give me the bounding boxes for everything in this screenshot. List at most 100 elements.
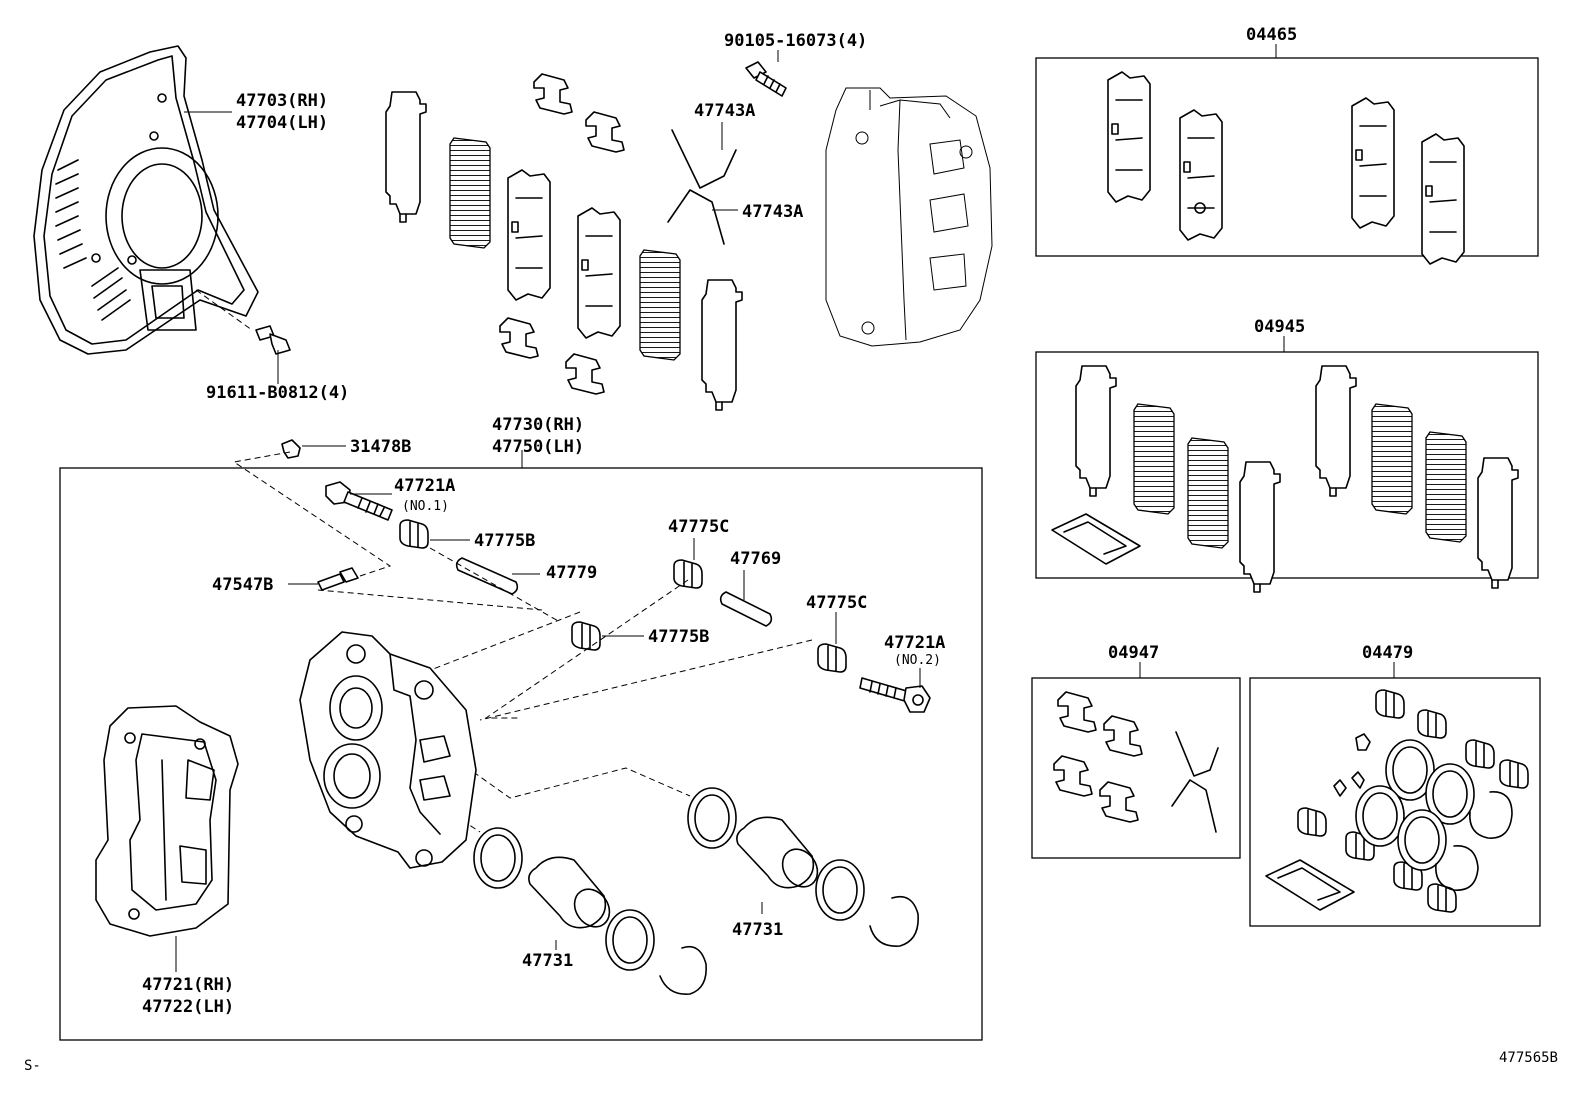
caliper-body <box>299 631 477 869</box>
kit-04947-springs <box>1171 731 1219 833</box>
boot-47775C-2 <box>817 643 847 673</box>
clip-top-2 <box>585 111 625 153</box>
kit-04465-pad-1 <box>1107 71 1151 203</box>
label-boot-47775C-1: 47775C <box>668 517 729 537</box>
kit-04947-clip-3 <box>1053 755 1093 797</box>
spring-47743A <box>667 129 737 245</box>
label-cap-31478B: 31478B <box>350 437 411 457</box>
label-spring-1: 47743A <box>694 101 755 121</box>
kit-04479-rings <box>1435 791 1513 891</box>
label-kit-04945: 04945 <box>1254 317 1305 337</box>
shim-top-1 <box>385 91 427 223</box>
kit-04945-box <box>1035 351 1539 579</box>
kit-04945-fric-3 <box>1371 403 1413 515</box>
caliper-assembly-box <box>59 467 983 1041</box>
kit-04479-box <box>1249 677 1541 927</box>
kit-04947-clip-1 <box>1057 691 1097 733</box>
kit-04479-boot-5 <box>1297 807 1327 837</box>
label-caliper-lh: 47750(LH) <box>492 437 584 457</box>
kit-04479-caps <box>1333 733 1371 797</box>
seal-left-1 <box>473 827 523 889</box>
pin-47779 <box>455 557 519 595</box>
pad-friction-top-2 <box>639 249 681 361</box>
seal-left-2 <box>605 909 655 971</box>
label-spring-2: 47743A <box>742 202 803 222</box>
label-mount-rh: 47721(RH) <box>142 975 234 995</box>
bolt-91611 <box>255 325 291 355</box>
kit-04945-shim-4 <box>1477 457 1519 589</box>
label-caliper-rh: 47730(RH) <box>492 415 584 435</box>
seal-right-2 <box>815 859 865 921</box>
pad-plate-top-2 <box>577 207 621 339</box>
boot-47775B-1 <box>399 519 429 549</box>
label-pin-47779: 47779 <box>546 563 597 583</box>
kit-04465-pad-3 <box>1351 97 1395 229</box>
kit-04947-box <box>1031 677 1241 859</box>
bolt-47721A-1 <box>325 481 393 521</box>
footer-left-mark: S- <box>24 1058 41 1074</box>
caliper-outline-top <box>825 87 993 347</box>
kit-04465-pad-2 <box>1179 109 1223 241</box>
dust-shield <box>33 45 259 355</box>
kit-04945-shim-2 <box>1239 461 1281 593</box>
clip-top-4 <box>565 353 605 395</box>
label-bolt-47721A-1: 47721A <box>394 476 455 496</box>
bolt-90105 <box>745 61 787 97</box>
label-bolt-90105: 90105-16073(4) <box>724 31 867 51</box>
piston-left <box>528 856 618 935</box>
pad-plate-top-1 <box>507 169 551 301</box>
label-pin-47769: 47769 <box>730 549 781 569</box>
kit-04465-box <box>1035 57 1539 257</box>
kit-04945-grease <box>1051 513 1141 565</box>
kit-04479-boot-3 <box>1465 739 1495 769</box>
kit-04479-boot-2 <box>1417 709 1447 739</box>
note-bolt-47721A-1: (NO.1) <box>402 499 449 514</box>
clip-top-3 <box>499 317 539 359</box>
kit-04945-fric-2 <box>1187 437 1229 549</box>
label-bleeder-47547B: 47547B <box>212 575 273 595</box>
kit-04945-fric-1 <box>1133 403 1175 515</box>
label-boot-47775B-2: 47775B <box>648 627 709 647</box>
retainer-ring-left <box>659 945 707 995</box>
pin-47769 <box>719 591 773 627</box>
kit-04947-clip-4 <box>1099 781 1139 823</box>
label-kit-04465: 04465 <box>1246 25 1297 45</box>
kit-04945-shim-1 <box>1075 365 1117 497</box>
label-mount-lh: 47722(LH) <box>142 997 234 1017</box>
mounting-bracket <box>95 705 239 937</box>
label-piston-left: 47731 <box>522 951 573 971</box>
retainer-ring-right <box>869 895 919 947</box>
label-bolt-91611: 91611-B0812(4) <box>206 383 349 403</box>
shim-top-2 <box>701 279 743 411</box>
label-shield-lh: 47704(LH) <box>236 113 328 133</box>
pad-friction-top-1 <box>449 137 491 249</box>
piston-right <box>736 816 826 895</box>
kit-04947-clip-2 <box>1103 715 1143 757</box>
kit-04479-grease <box>1265 859 1355 911</box>
kit-04479-seal-4 <box>1397 809 1447 871</box>
bleeder-47547B <box>317 567 359 591</box>
label-boot-47775B-1: 47775B <box>474 531 535 551</box>
note-bolt-47721A-2: (NO.2) <box>894 653 941 668</box>
kit-04479-boot-1 <box>1375 689 1405 719</box>
boot-47775C-1 <box>673 559 703 589</box>
kit-04945-fric-4 <box>1425 431 1467 543</box>
clip-top-1 <box>533 73 573 115</box>
kit-04479-seal-3 <box>1355 785 1405 847</box>
label-shield-rh: 47703(RH) <box>236 91 328 111</box>
kit-04479-boot-8 <box>1427 883 1457 913</box>
seal-right-1 <box>687 787 737 849</box>
cap-31478B <box>281 439 301 459</box>
label-bolt-47721A-2: 47721A <box>884 633 945 653</box>
footer-diagram-code: 477565B <box>1499 1050 1558 1066</box>
kit-04465-pad-4 <box>1421 133 1465 265</box>
label-boot-47775C-2: 47775C <box>806 593 867 613</box>
label-kit-04947: 04947 <box>1108 643 1159 663</box>
label-kit-04479: 04479 <box>1362 643 1413 663</box>
kit-04945-shim-3 <box>1315 365 1357 497</box>
bolt-47721A-2 <box>859 677 931 713</box>
label-piston-right: 47731 <box>732 920 783 940</box>
kit-04479-boot-4 <box>1499 759 1529 789</box>
